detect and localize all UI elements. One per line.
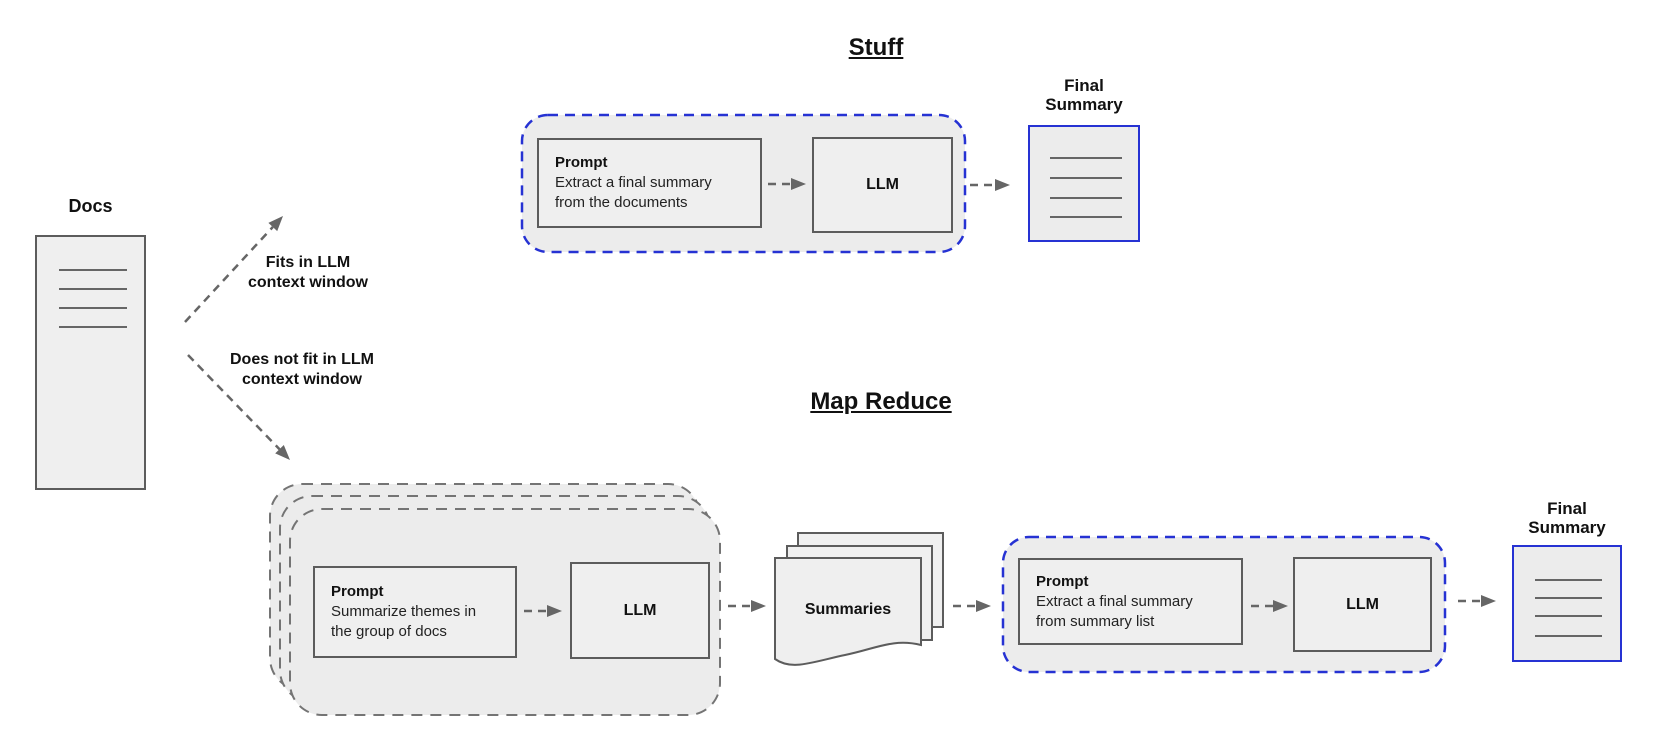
stuff-prompt-title: Prompt — [555, 154, 608, 171]
stuff-prompt-body: Extract a final summary from the documen… — [555, 174, 712, 211]
docs-label: Docs — [68, 196, 113, 216]
summaries-label: Summaries — [804, 601, 892, 618]
reduce-prompt-body: Extract a final summary from summary lis… — [1036, 592, 1193, 630]
map-prompt-title: Prompt — [331, 583, 384, 600]
map-llm-box: LLM — [570, 562, 710, 659]
doc-text-line — [1535, 615, 1602, 617]
arrow-reduce-to-final-summary — [1458, 595, 1496, 607]
arrow-stuff-to-final-summary — [970, 179, 1010, 191]
doc-text-line — [1050, 177, 1122, 179]
reduce-prompt-title: Prompt — [1036, 572, 1089, 590]
arrow-fits-branch — [184, 216, 283, 323]
doc-text-line — [59, 269, 127, 271]
reduce-final-summary-icon — [1512, 545, 1622, 662]
arrow-map-prompt-to-llm — [524, 605, 562, 617]
map-llm-label: LLM — [623, 601, 657, 619]
stuff-final-summary-label: Final Summary — [1045, 76, 1123, 114]
stuff-final-summary-icon — [1028, 125, 1140, 242]
does-not-fit-branch-label: Does not fit in LLM context window — [230, 351, 374, 388]
summaries-stack-icon — [774, 532, 944, 666]
docs-icon — [35, 235, 146, 490]
doc-text-line — [59, 288, 127, 290]
arrow-map-to-summaries — [728, 600, 766, 612]
map-reduce-section-title: Map Reduce — [810, 388, 952, 415]
arrow-stuff-prompt-to-llm — [768, 178, 806, 190]
map-prompt-box: Prompt Summarize themes in the group of … — [313, 566, 517, 658]
reduce-final-summary-label: Final Summary — [1528, 499, 1606, 537]
doc-text-line — [1050, 157, 1122, 159]
stuff-section-title: Stuff — [848, 34, 904, 61]
reduce-prompt-box: Prompt Extract a final summary from summ… — [1018, 558, 1243, 645]
doc-text-line — [1050, 216, 1122, 218]
reduce-llm-box: LLM — [1293, 557, 1432, 652]
doc-text-line — [59, 307, 127, 309]
doc-text-line — [1050, 197, 1122, 199]
doc-text-line — [1535, 597, 1602, 599]
arrow-does-not-fit-branch — [187, 354, 290, 460]
stuff-prompt-box: Prompt Extract a final summary from the … — [537, 138, 762, 228]
arrow-reduce-prompt-to-llm — [1251, 600, 1288, 612]
doc-text-line — [1535, 635, 1602, 637]
arrow-summaries-to-reduce — [953, 600, 991, 612]
doc-text-line — [59, 326, 127, 328]
reduce-llm-label: LLM — [1346, 595, 1379, 613]
stuff-llm-box: LLM — [812, 137, 953, 233]
fits-branch-label: Fits in LLM context window — [248, 254, 368, 291]
doc-text-line — [1535, 579, 1602, 581]
summaries-page-front — [774, 557, 922, 666]
stuff-llm-label: LLM — [866, 176, 899, 193]
map-prompt-body: Summarize themes in the group of docs — [331, 603, 477, 640]
